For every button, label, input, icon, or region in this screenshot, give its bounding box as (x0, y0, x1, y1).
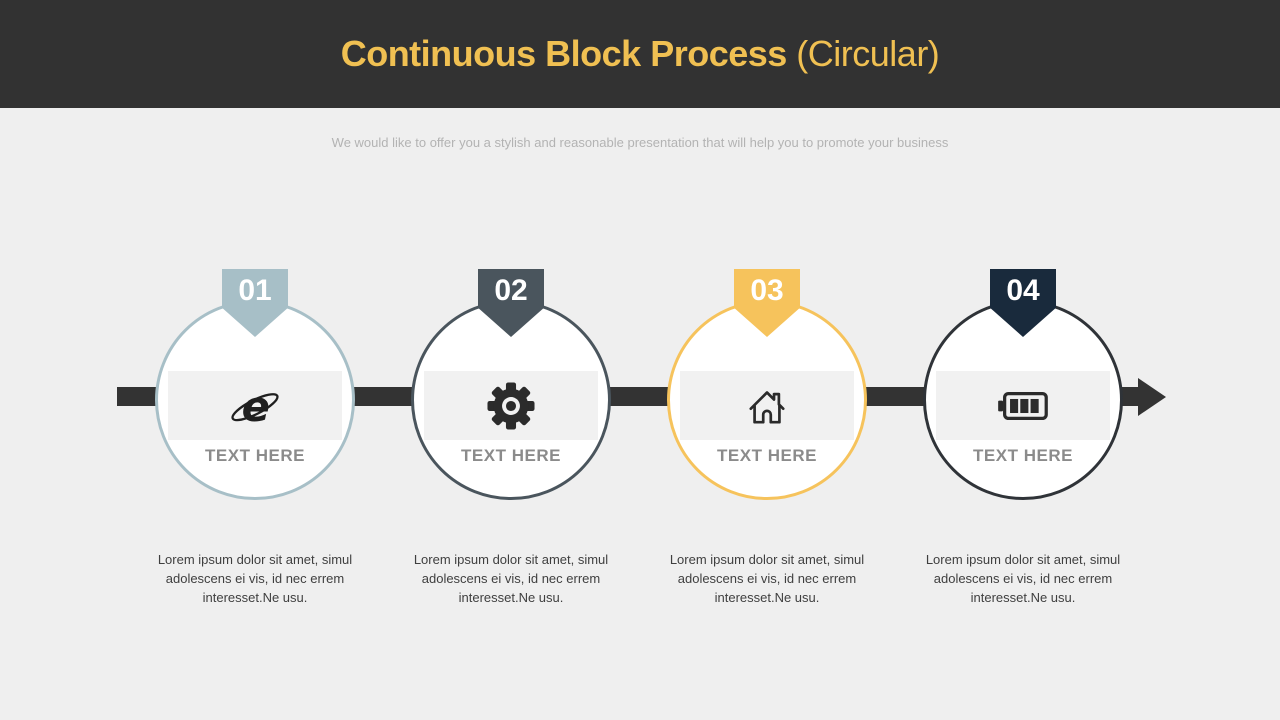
arrow-right-icon (1138, 378, 1166, 416)
step-description: Lorem ipsum dolor sit amet, simul adoles… (157, 552, 353, 605)
gear-icon (483, 378, 539, 434)
step-description: Lorem ipsum dolor sit amet, simul adoles… (413, 552, 609, 605)
step-label: TEXT HERE (717, 446, 817, 465)
icon-band: e (168, 371, 342, 440)
icon-band (680, 371, 854, 440)
slide-subtitle: We would like to offer you a stylish and… (331, 135, 949, 150)
process-step-3: 03 TEXT HERE Lorem ipsum dolor sit amet,… (667, 269, 867, 609)
slide-header: Continuous Block Process (Circular) (0, 0, 1280, 108)
step-description: Lorem ipsum dolor sit amet, simul adoles… (669, 552, 865, 605)
svg-text:e: e (242, 382, 270, 431)
process-step-1: 01 e TEXT HERE Lorem ipsum dolor sit ame… (155, 269, 355, 609)
internet-explorer-icon: e (226, 377, 284, 435)
step-label: TEXT HERE (461, 446, 561, 465)
process-step-4: 04 TEXT HERE Lorem ipsum dolor sit amet,… (923, 269, 1123, 609)
icon-band (424, 371, 598, 440)
step-number: 01 (238, 274, 272, 307)
process-step-2: 02 (411, 269, 611, 609)
step-number: 02 (494, 274, 528, 307)
step-description: Lorem ipsum dolor sit amet, simul adoles… (925, 552, 1121, 605)
step-label: TEXT HERE (205, 446, 305, 465)
step-label: TEXT HERE (973, 446, 1073, 465)
icon-band (936, 371, 1110, 440)
slide-title: Continuous Block Process (Circular) (341, 33, 940, 75)
process-timeline-bar (117, 387, 1138, 406)
step-number: 04 (1006, 274, 1040, 307)
slide-title-suffix: (Circular) (786, 33, 940, 74)
slide-title-main: Continuous Block Process (340, 33, 788, 74)
step-number: 03 (750, 274, 784, 307)
home-icon (740, 379, 794, 433)
step-circle: TEXT HERE (411, 300, 611, 500)
battery-icon (996, 389, 1050, 423)
